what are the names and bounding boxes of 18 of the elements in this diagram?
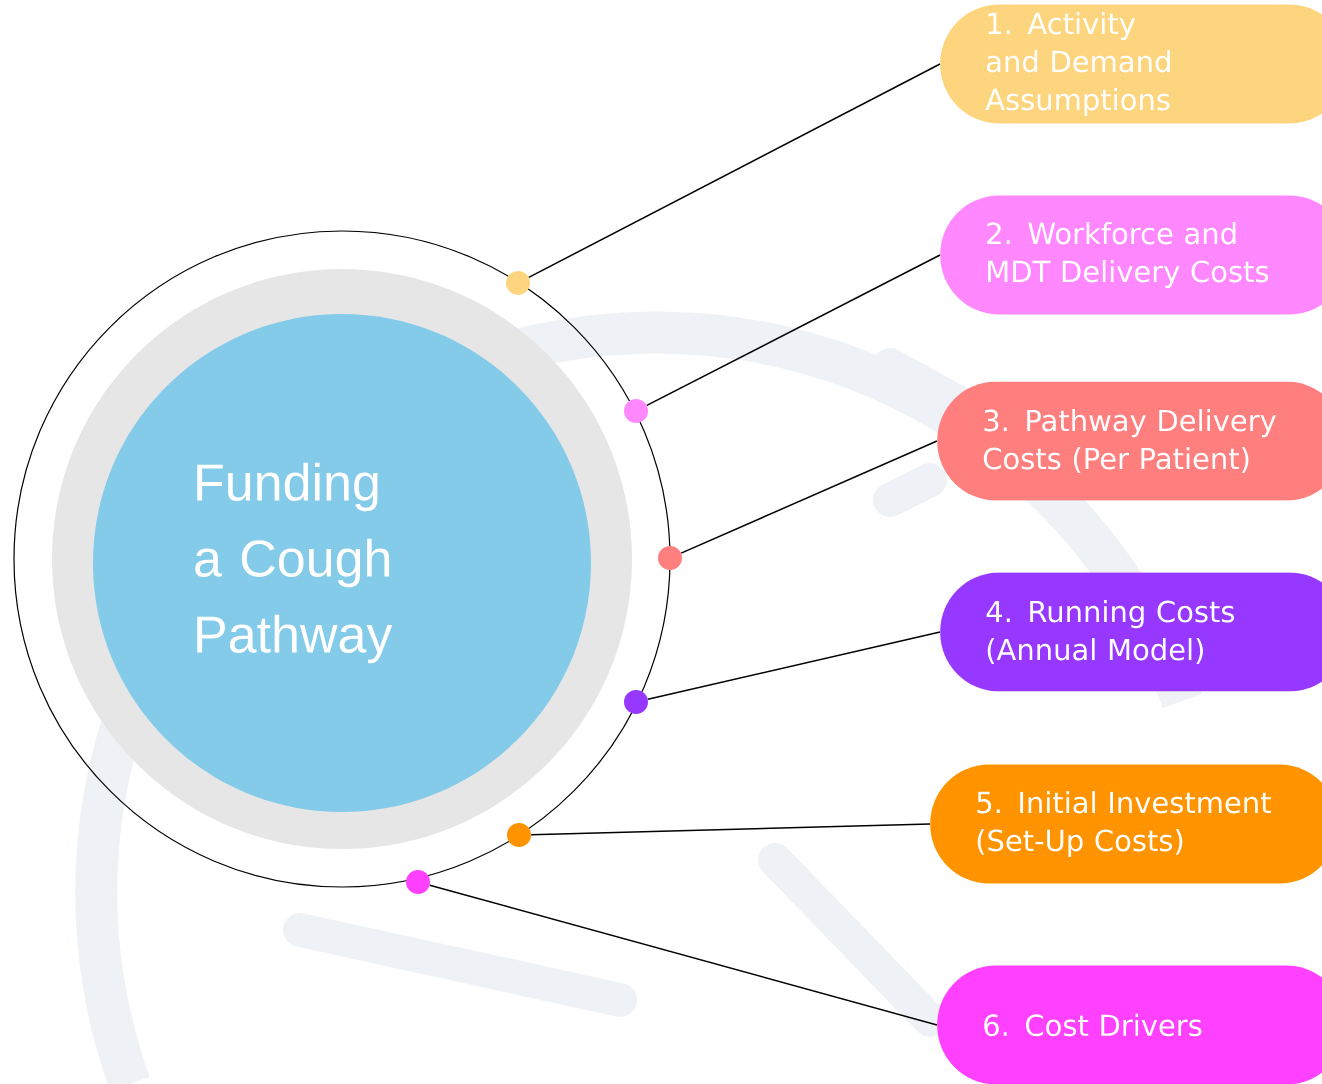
connector-line [646,254,941,407]
connector-dot [506,271,530,295]
topic-pill: 2. Workforce and MDT Delivery Costs [940,195,1322,315]
topic-pill: 5. Initial Investment (Set-Up Costs) [930,764,1322,884]
topic-pill: 4. Running Costs (Annual Model) [940,572,1322,692]
connector-dot [624,690,648,714]
connector-line [680,440,938,554]
topic-pill: 6. Cost Drivers [937,965,1322,1084]
topic-pill: 3. Pathway Delivery Costs (Per Patient) [937,381,1322,501]
connector-dot [658,546,682,570]
connector-line [429,884,938,1026]
connector-line [647,631,941,700]
connector-dot [406,870,430,894]
connector-line [528,63,941,279]
topic-pill: 1. Activity and Demand Assumptions [940,4,1322,124]
connector-line [530,823,931,836]
connector-dot [507,823,531,847]
connector-dot [624,399,648,423]
